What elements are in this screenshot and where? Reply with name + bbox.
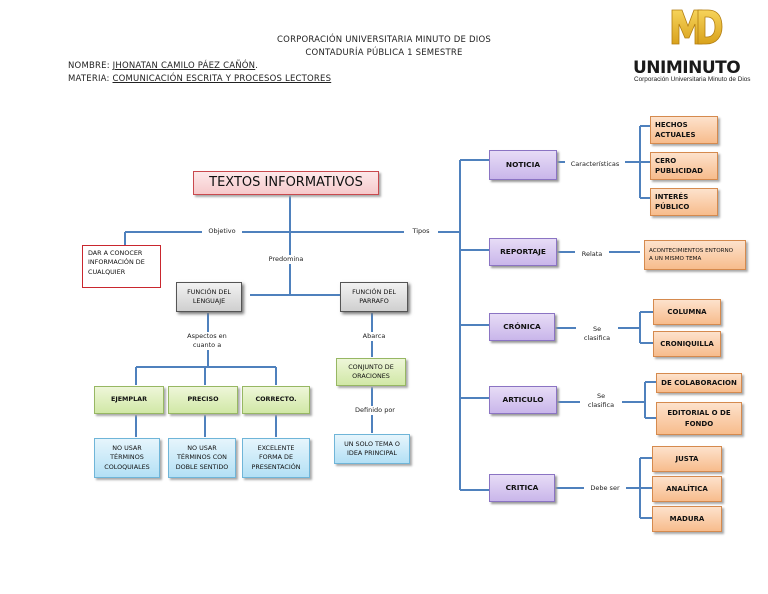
cronica-item-croniquilla: CRONIQUILLA — [653, 331, 721, 357]
noticia-item-hechos: HECHOS ACTUALES — [650, 116, 718, 144]
articulo-item-colaboracion: DE COLABORACION — [656, 373, 742, 393]
noticia-item-interes: INTERÉS PÚBLICO — [650, 188, 718, 216]
detalle-ejemplar: NO USAR TÉRMINOS COLOQUIALES — [94, 438, 160, 478]
header-institution: CORPORACIÓN UNIVERSITARIA MINUTO DE DIOS — [277, 35, 491, 45]
reportaje-item-acontecimientos: ACONTECIMIENTOS ENTORNO A UN MISMO TEMA — [644, 240, 746, 270]
nombre-value: JHONATAN CAMILO PÁEZ CAÑÓN — [112, 61, 256, 71]
critica-item-analitica: ANALÍTICA — [652, 476, 722, 502]
funcion-parrafo-box: FUNCIÓN DEL PARRAFO — [340, 282, 408, 312]
label-predomina: Predomina — [262, 255, 310, 265]
noticia-item-publicidad: CERO PUBLICIDAD — [650, 152, 718, 180]
label-aspectos: Aspectos en cuanto a — [180, 332, 234, 351]
conjunto-oraciones-box: CONJUNTO DE ORACIONES — [336, 358, 406, 386]
logo-name: UNIMINUTO — [633, 58, 741, 78]
tipo-cronica: CRÓNICA — [489, 313, 555, 341]
cronica-item-columna: COLUMNA — [653, 299, 721, 325]
materia-value: COMUNICACIÓN ESCRITA Y PROCESOS LECTORES — [112, 74, 332, 84]
header-materia: MATERIA: COMUNICACIÓN ESCRITA Y PROCESOS… — [68, 74, 331, 84]
uniminuto-logo-icon — [671, 9, 723, 45]
critica-item-justa: JUSTA — [652, 446, 722, 472]
label-relata: Relata — [575, 250, 609, 260]
header-nombre: NOMBRE: JHONATAN CAMILO PÁEZ CAÑÓN. — [68, 61, 258, 71]
tipo-noticia: NOTICIA — [489, 150, 557, 180]
detalle-preciso: NO USAR TÉRMINOS CON DOBLE SENTIDO — [168, 438, 236, 478]
funcion-lenguaje-box: FUNCIÓN DEL LENGUAJE — [176, 282, 242, 312]
materia-label: MATERIA: — [68, 74, 113, 84]
label-se-clasifica-articulo: Se clasifica — [580, 392, 622, 411]
aspecto-preciso: PRECISO — [168, 386, 238, 414]
root-node: TEXTOS INFORMATIVOS — [193, 171, 379, 195]
label-debe-ser: Debe ser — [584, 484, 626, 494]
label-caracteristicas: Características — [565, 160, 625, 170]
aspecto-correcto: CORRECTO. — [242, 386, 310, 414]
tipo-articulo: ARTICULO — [489, 386, 557, 414]
label-definido: Definido por — [348, 406, 402, 416]
header-program: CONTADURÍA PÚBLICA 1 SEMESTRE — [305, 48, 463, 58]
nombre-end: . — [255, 61, 259, 71]
label-se-clasifica-cronica: Se clasifica — [576, 325, 618, 344]
aspecto-ejemplar: EJEMPLAR — [94, 386, 164, 414]
logo-subtitle: Corporación Universitaria Minuto de Dios — [634, 76, 751, 83]
tema-principal-box: UN SOLO TEMA O IDEA PRINCIPAL — [334, 434, 410, 464]
nombre-label: NOMBRE: — [68, 61, 113, 71]
label-tipos: Tipos — [404, 227, 438, 237]
label-objetivo: Objetivo — [202, 227, 242, 237]
objetivo-box: DAR A CONOCER INFORMACIÓN DE CUALQUIER — [82, 245, 161, 288]
articulo-item-editorial: EDITORIAL O DE FONDO — [656, 402, 742, 435]
critica-item-madura: MADURA — [652, 506, 722, 532]
label-abarca: Abarca — [355, 332, 393, 342]
tipo-critica: CRITICA — [489, 474, 555, 502]
detalle-correcto: EXCELENTE FORMA DE PRESENTACIÓN — [242, 438, 310, 478]
tipo-reportaje: REPORTAJE — [489, 238, 557, 266]
